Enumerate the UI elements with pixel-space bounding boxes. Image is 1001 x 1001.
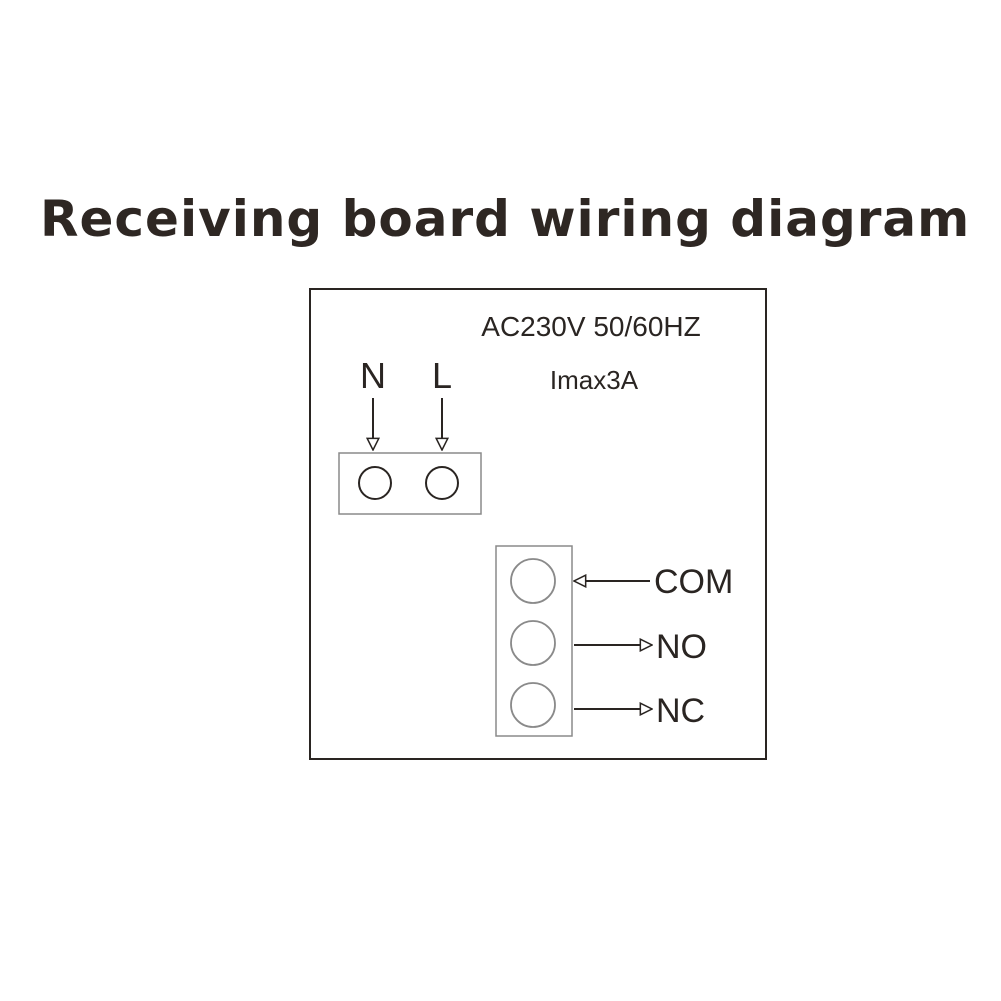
com-label: COM xyxy=(654,563,733,601)
diagram-title: Receiving board wiring diagram xyxy=(40,190,971,248)
neutral-label: N xyxy=(360,355,386,396)
nc-label: NC xyxy=(656,692,705,730)
relay-terminal-block xyxy=(495,545,573,737)
nc-terminal-screw xyxy=(510,682,556,728)
voltage-rating-label: AC230V 50/60HZ xyxy=(481,311,700,342)
live-terminal-screw xyxy=(425,466,459,500)
com-terminal-screw xyxy=(510,558,556,604)
receiving-board-outline xyxy=(309,288,767,760)
no-terminal-screw xyxy=(510,620,556,666)
neutral-terminal-screw xyxy=(358,466,392,500)
no-label: NO xyxy=(656,628,707,666)
live-label: L xyxy=(432,355,452,396)
current-rating-label: Imax3A xyxy=(550,365,639,395)
power-terminal-block xyxy=(338,452,482,515)
